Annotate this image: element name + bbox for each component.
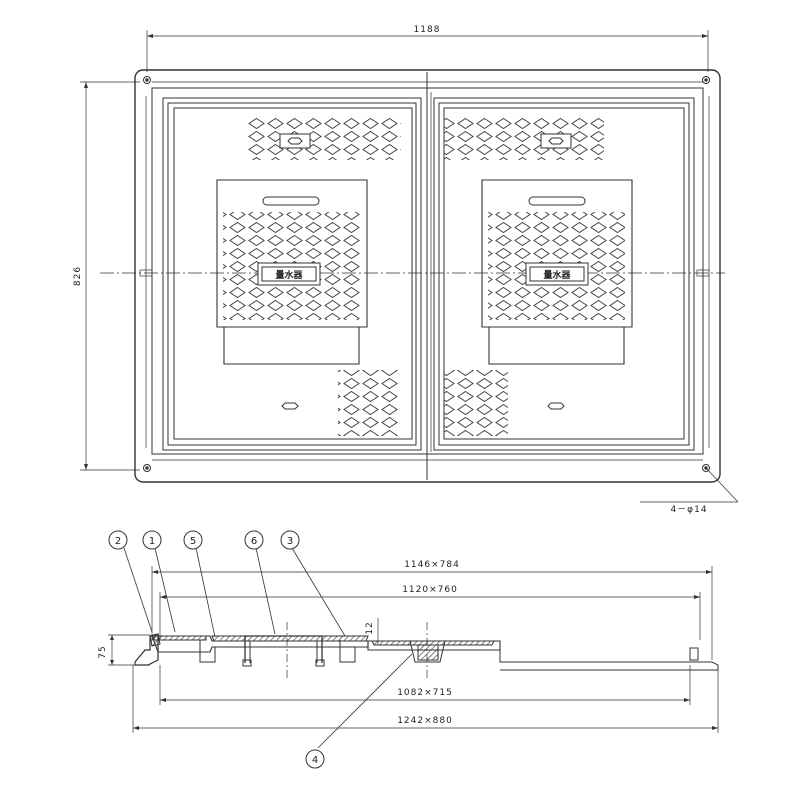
callout-5: 5 xyxy=(183,530,203,550)
svg-text:3: 3 xyxy=(287,536,293,547)
callout-4: 4 xyxy=(305,749,325,769)
dim-1146x784: 1146×784 xyxy=(404,560,460,570)
lid-right xyxy=(433,97,695,451)
callout-leaders xyxy=(123,547,413,749)
height-label: 826 xyxy=(73,266,83,286)
callout-3: 3 xyxy=(280,530,300,550)
width-label: 1188 xyxy=(414,25,441,35)
dim-1242x880: 1242×880 xyxy=(397,716,453,726)
dim-1082x715: 1082×715 xyxy=(397,688,453,698)
dim-thickness-12: 12 xyxy=(365,621,375,634)
plan-view xyxy=(80,30,739,503)
lid-marking-left: 量水器 xyxy=(275,269,303,281)
dim-height-75: 75 xyxy=(98,645,108,658)
height-dimension xyxy=(80,81,140,471)
svg-text:4: 4 xyxy=(312,755,318,766)
width-dimension xyxy=(146,30,709,72)
lid-left xyxy=(162,97,422,451)
lid-marking-right: 量水器 xyxy=(543,269,571,281)
hole-leader xyxy=(640,467,739,503)
callout-1: 1 xyxy=(142,530,162,550)
section-view xyxy=(108,566,719,733)
svg-text:1: 1 xyxy=(149,536,155,547)
svg-text:5: 5 xyxy=(190,536,196,547)
mounting-holes xyxy=(143,76,710,472)
callout-6: 6 xyxy=(244,530,264,550)
hole-label: 4－φ14 xyxy=(670,505,707,515)
callout-2: 2 xyxy=(108,530,128,550)
meter-box-right xyxy=(481,179,633,365)
svg-text:2: 2 xyxy=(115,536,121,547)
dim-1120x760: 1120×760 xyxy=(402,585,458,595)
svg-text:6: 6 xyxy=(251,536,257,547)
meter-box-left xyxy=(216,179,368,365)
